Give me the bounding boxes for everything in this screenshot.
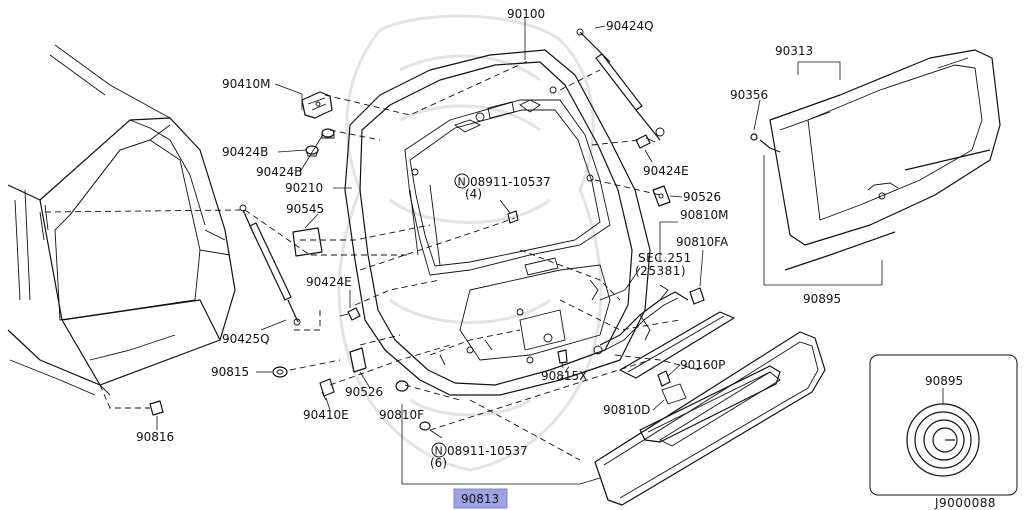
label-90160p: 90160P <box>680 358 725 372</box>
label-sec251-sub: (25381) <box>635 264 686 278</box>
assembly-leader-lines <box>44 59 701 461</box>
clip-90815x <box>557 349 568 364</box>
label-leaders <box>156 18 944 485</box>
nut-symbol-upper: N <box>454 173 470 189</box>
garnish-90813 <box>594 331 826 506</box>
label-90356: 90356 <box>730 88 768 102</box>
stay-gas-spring-90425q <box>239 204 301 326</box>
weatherstrip-lines-90895 <box>759 139 991 271</box>
grommet-90424b-lower <box>305 145 319 157</box>
bolt-90410e <box>319 378 335 401</box>
label-90815: 90815 <box>211 365 249 379</box>
label-qty-6: (6) <box>430 456 447 470</box>
grommet-90815 <box>272 366 288 378</box>
wiring-harness <box>593 284 689 355</box>
bolt-90424e-lower <box>339 307 361 321</box>
label-90810d: 90810D <box>603 403 650 417</box>
label-90895-inset: 90895 <box>925 374 963 388</box>
label-90813[interactable]: 90813 <box>461 492 499 506</box>
highlight-box-90813 <box>453 488 508 509</box>
label-90816: 90816 <box>136 430 174 444</box>
label-90526-left: 90526 <box>345 385 383 399</box>
moulding-90160p <box>639 365 781 443</box>
bracket-90526-upper <box>652 185 671 207</box>
bracket-90526-lower <box>349 347 367 373</box>
label-90410m: 90410M <box>222 77 271 91</box>
finisher-90810fa <box>619 311 735 379</box>
label-plate-90545 <box>292 227 323 257</box>
label-qty-4: (4) <box>465 187 482 201</box>
label-90895-main: 90895 <box>803 292 841 306</box>
bolt-90424e-upper <box>635 134 656 149</box>
back-door-panel <box>344 49 651 396</box>
clip-90810m <box>689 287 705 305</box>
label-90210: 90210 <box>285 181 323 195</box>
label-90810fa: 90810FA <box>676 235 729 249</box>
label-90424b-b: 90424B <box>256 165 302 179</box>
stay-gas-spring-90424q <box>576 28 665 141</box>
label-90100: 90100 <box>507 7 545 21</box>
label-90526-right: 90526 <box>683 190 721 204</box>
label-90815x: 90815X <box>541 369 587 383</box>
label-08911-10537-lower: 08911-10537 <box>447 444 528 458</box>
clip-90810d <box>657 370 687 405</box>
clip-90356 <box>750 133 758 141</box>
label-90810f: 90810F <box>379 408 424 422</box>
label-90810m: 90810M <box>680 208 729 222</box>
watermark-emblem <box>337 14 603 472</box>
label-90425q: 90425Q <box>222 332 270 346</box>
label-08911-10537-upper: 08911-10537 <box>470 175 551 189</box>
label-90424e-right: 90424E <box>643 164 689 178</box>
nut-08911-upper <box>507 210 519 224</box>
hinge-90410m <box>301 91 333 119</box>
diagram-code: J9000088 <box>934 496 996 510</box>
label-90545: 90545 <box>286 202 324 216</box>
clip-90810f <box>395 380 409 392</box>
vehicle-rear-body <box>7 44 236 396</box>
nut-symbol-lower: N <box>431 442 447 458</box>
glass-callout-bracket <box>763 61 883 286</box>
grommet-90424b-upper <box>321 128 335 139</box>
part-labels: 90100 90424Q 90313 90410M 90356 90424B 9… <box>136 7 996 510</box>
nut-08911-lower <box>419 421 431 431</box>
svg-text:N: N <box>458 176 466 189</box>
label-90424q: 90424Q <box>606 19 654 33</box>
back-window-glass-90313 <box>769 49 1001 246</box>
label-90424b-a: 90424B <box>222 145 268 159</box>
label-90313: 90313 <box>775 44 813 58</box>
label-90410e: 90410E <box>303 408 349 422</box>
svg-text:N: N <box>435 445 443 458</box>
label-sec251: SEC.251 <box>638 251 692 265</box>
label-90424e-left: 90424E <box>306 275 352 289</box>
grommet-90816 <box>149 400 164 416</box>
